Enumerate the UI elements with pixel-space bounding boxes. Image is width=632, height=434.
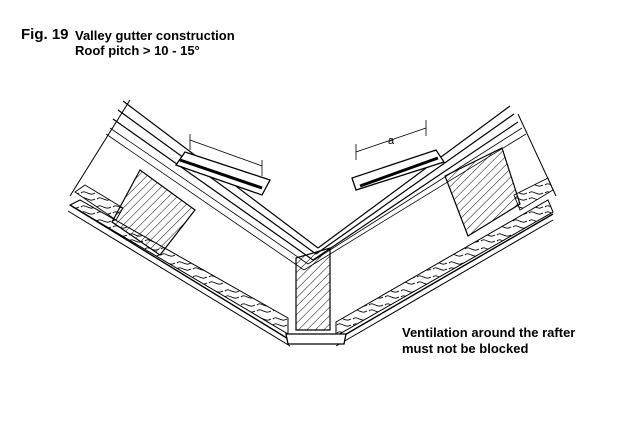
left-roof-tile	[174, 151, 271, 196]
right-dimension-line	[355, 120, 427, 160]
left-dimension-line	[189, 134, 263, 176]
figure-number: Fig. 19	[21, 26, 69, 43]
valley-rafter	[295, 247, 331, 331]
figure-title: Valley gutter construction	[75, 28, 235, 43]
right-lower-insulation	[335, 199, 554, 337]
figure-subtitle: Roof pitch > 10 - 15°	[75, 43, 200, 58]
dimension-label-a: a	[388, 135, 395, 147]
right-roof-tile	[351, 149, 446, 191]
right-roof-deck	[312, 105, 519, 261]
valley-gutter-board	[285, 333, 347, 345]
left-upper-insulation	[74, 184, 124, 221]
left-batten-layer	[105, 127, 309, 271]
ventilation-note-line2: must not be blocked	[402, 341, 529, 356]
left-lower-insulation	[68, 199, 289, 335]
ventilation-note-line1: Ventilation around the rafter	[402, 325, 576, 340]
